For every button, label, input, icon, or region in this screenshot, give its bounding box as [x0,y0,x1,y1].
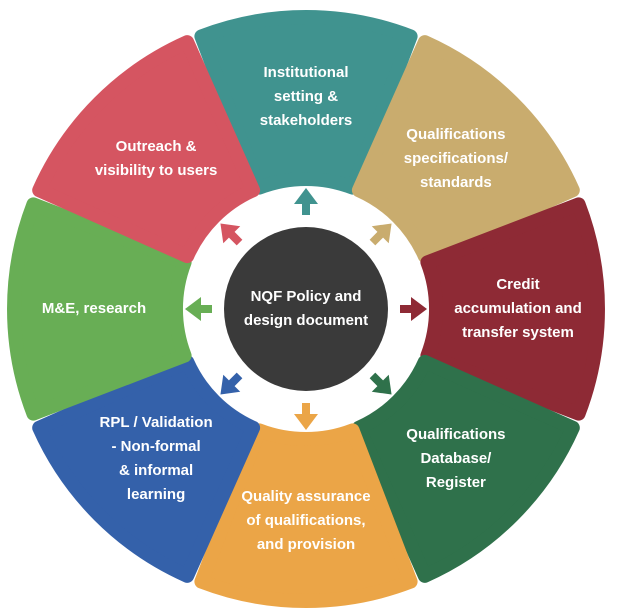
center-label-line: design document [243,312,369,329]
label-qualifications-specifications: Qualifications specifications/standards [404,123,508,195]
label-line: stakeholders [259,112,353,129]
label-line: of qualifications, [246,512,366,529]
arrow-shape [400,297,427,321]
segment-me-research [7,197,192,421]
arrow-shape [185,297,212,321]
label-line: - Non-formal [111,437,201,455]
label-line: Outreach & [115,138,197,156]
label-line: M&E, research [41,300,147,317]
arrow-me-research [185,297,212,321]
segment-institutional-setting [194,10,418,195]
segment-qualifications-specifications [351,35,580,264]
arrow-shape [220,372,243,395]
label-line: standards [420,174,492,192]
label-line: transfer system [462,324,574,341]
label-quality-assurance: Quality assurance of qualifications, and p… [241,485,370,557]
label-line: learning [126,485,186,503]
label-line: Credit [496,276,540,293]
label-line: Institutional [263,64,349,81]
label-line: & informal [119,461,194,479]
arrow-rpl-validation [220,372,243,395]
center-label: NQF Policy and design document [244,285,368,333]
arrow-shape [294,188,318,215]
center-circle [224,227,388,391]
label-line: Qualifications [406,126,506,144]
label-line: Database/ [420,449,492,467]
arrow-shape [220,223,243,246]
arrow-shape [369,372,392,395]
label-me-research: M&E, research [42,297,146,321]
label-outreach-visibility: Outreach & visibility to users [95,135,218,183]
label-line: setting & [273,88,339,105]
label-line: RPL / Validation [99,413,213,431]
segment-rpl-validation [32,354,261,583]
label-rpl-validation: RPL / Validation - Non-formal & informal le… [100,411,213,507]
arrow-qualifications-database [369,372,392,395]
arrow-shape [369,223,392,246]
label-line: Quality assurance [241,488,371,505]
label-line: visibility to users [94,162,218,180]
label-line: Register [425,473,486,491]
segment-outreach-visibility [32,35,261,264]
arrow-institutional-setting [294,188,318,215]
label-line: accumulation and [454,300,582,317]
label-institutional-setting: Institutional setting & stakeholders [260,61,353,133]
arrow-credit-accumulation [400,297,427,321]
label-credit-accumulation: Credit accumulation and transfer system [454,273,582,345]
label-line: and provision [256,536,356,553]
label-line: specifications/ [403,150,508,168]
center-label-line: NQF Policy and [250,288,362,305]
arrow-shape [294,403,318,430]
arrow-qualifications-specifications [369,223,392,246]
arrow-quality-assurance [294,403,318,430]
segment-qualifications-database [351,354,580,583]
segment-quality-assurance [194,423,418,608]
label-line: Qualifications [406,425,506,443]
arrow-outreach-visibility [220,223,243,246]
segment-credit-accumulation [420,197,605,421]
